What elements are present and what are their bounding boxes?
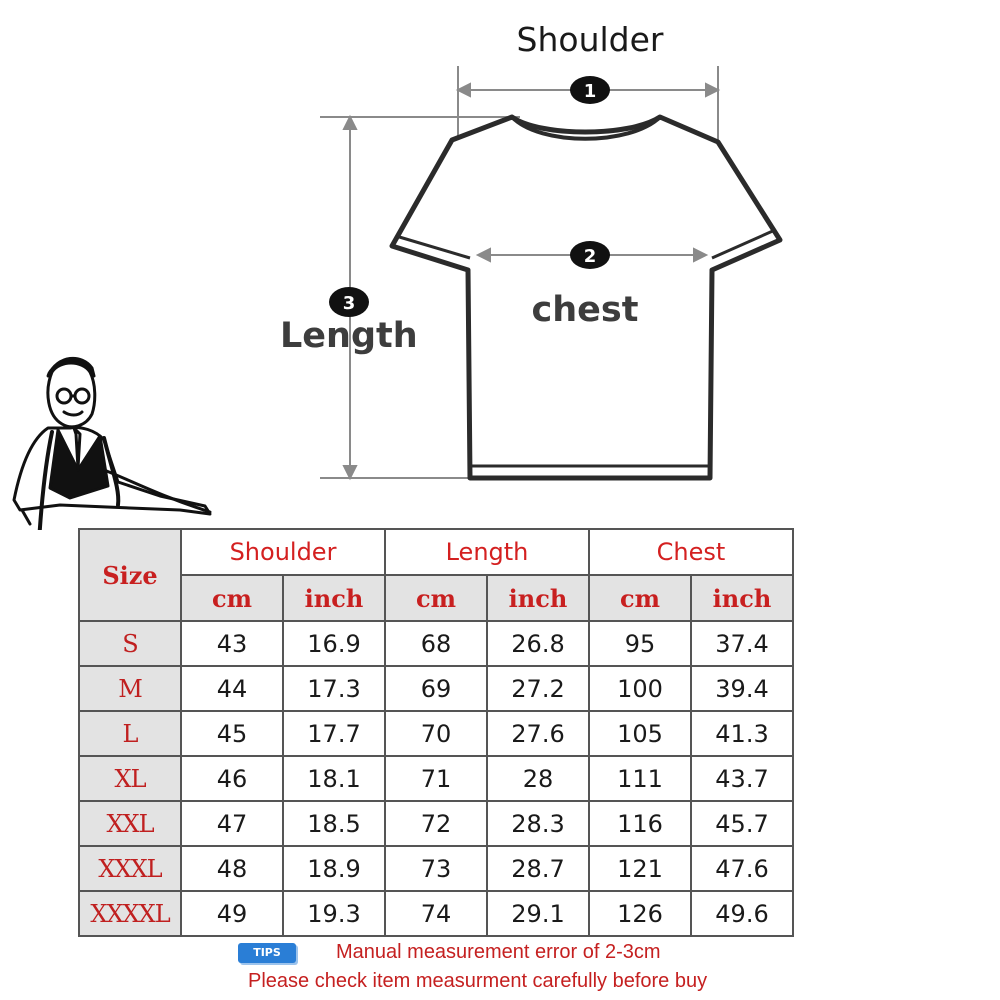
value-cell: 69 <box>384 665 488 712</box>
size-cell: XXL <box>78 800 182 847</box>
value-cell: 29.1 <box>486 890 590 937</box>
value-cell: 43.7 <box>690 755 794 802</box>
value-cell: 27.6 <box>486 710 590 757</box>
value-cell: 71 <box>384 755 488 802</box>
group-header-chest: Chest <box>588 528 794 576</box>
marker-2-icon: 2 <box>570 241 610 269</box>
table-row: XL 46 18.1 71 28 111 43.7 <box>78 755 794 802</box>
size-header: Size <box>78 528 182 622</box>
value-cell: 16.9 <box>282 620 386 667</box>
tips-badge: TIPS <box>238 943 296 963</box>
unit-header: inch <box>690 574 794 622</box>
unit-header: cm <box>180 574 284 622</box>
value-cell: 45.7 <box>690 800 794 847</box>
tshirt-outline <box>389 114 783 481</box>
unit-header: inch <box>486 574 590 622</box>
value-cell: 47 <box>180 800 284 847</box>
value-cell: 49 <box>180 890 284 937</box>
value-cell: 111 <box>588 755 692 802</box>
value-cell: 37.4 <box>690 620 794 667</box>
size-cell: XL <box>78 755 182 802</box>
size-cell: XXXXL <box>78 890 182 937</box>
value-cell: 49.6 <box>690 890 794 937</box>
svg-text:2: 2 <box>584 246 597 267</box>
value-cell: 17.3 <box>282 665 386 712</box>
value-cell: 116 <box>588 800 692 847</box>
value-cell: 45 <box>180 710 284 757</box>
value-cell: 95 <box>588 620 692 667</box>
value-cell: 73 <box>384 845 488 892</box>
table-row: XXXXL 49 19.3 74 29.1 126 49.6 <box>78 890 794 937</box>
value-cell: 43 <box>180 620 284 667</box>
value-cell: 17.7 <box>282 710 386 757</box>
table-row: XXL 47 18.5 72 28.3 116 45.7 <box>78 800 794 847</box>
value-cell: 18.5 <box>282 800 386 847</box>
value-cell: 19.3 <box>282 890 386 937</box>
table-row: XXXL 48 18.9 73 28.7 121 47.6 <box>78 845 794 892</box>
tshirt-measurement-diagram: 1 2 3 <box>12 66 783 530</box>
size-cell: XXXL <box>78 845 182 892</box>
value-cell: 26.8 <box>486 620 590 667</box>
size-chart-table: Size Shoulder Length Chest cm inch cm in… <box>78 528 794 937</box>
marker-1-icon: 1 <box>570 76 610 104</box>
value-cell: 126 <box>588 890 692 937</box>
value-cell: 72 <box>384 800 488 847</box>
value-cell: 70 <box>384 710 488 757</box>
shoulder-label: Shoulder <box>516 20 664 59</box>
value-cell: 41.3 <box>690 710 794 757</box>
unit-header: cm <box>384 574 488 622</box>
value-cell: 44 <box>180 665 284 712</box>
group-header-length: Length <box>384 528 590 576</box>
value-cell: 100 <box>588 665 692 712</box>
value-cell: 46 <box>180 755 284 802</box>
value-cell: 105 <box>588 710 692 757</box>
tips-note-measurement-error: Manual measurement error of 2-3cm <box>336 941 661 963</box>
size-cell: S <box>78 620 182 667</box>
unit-header: cm <box>588 574 692 622</box>
tips-note-check-measurement: Please check item measurment carefully b… <box>248 970 708 992</box>
value-cell: 27.2 <box>486 665 590 712</box>
table-row: S 43 16.9 68 26.8 95 37.4 <box>78 620 794 667</box>
value-cell: 18.9 <box>282 845 386 892</box>
size-cell: M <box>78 665 182 712</box>
value-cell: 28.3 <box>486 800 590 847</box>
value-cell: 68 <box>384 620 488 667</box>
chest-label: chest <box>531 290 639 330</box>
table-row: L 45 17.7 70 27.6 105 41.3 <box>78 710 794 757</box>
svg-text:3: 3 <box>343 293 356 314</box>
tailor-illustration <box>12 356 212 530</box>
size-cell: L <box>78 710 182 757</box>
value-cell: 18.1 <box>282 755 386 802</box>
unit-header: inch <box>282 574 386 622</box>
table-row: M 44 17.3 69 27.2 100 39.4 <box>78 665 794 712</box>
value-cell: 47.6 <box>690 845 794 892</box>
group-header-shoulder: Shoulder <box>180 528 386 576</box>
marker-3-icon: 3 <box>329 287 369 317</box>
length-label: Length <box>280 316 418 356</box>
value-cell: 121 <box>588 845 692 892</box>
value-cell: 28 <box>486 755 590 802</box>
value-cell: 74 <box>384 890 488 937</box>
svg-text:1: 1 <box>584 81 597 102</box>
value-cell: 48 <box>180 845 284 892</box>
value-cell: 39.4 <box>690 665 794 712</box>
value-cell: 28.7 <box>486 845 590 892</box>
